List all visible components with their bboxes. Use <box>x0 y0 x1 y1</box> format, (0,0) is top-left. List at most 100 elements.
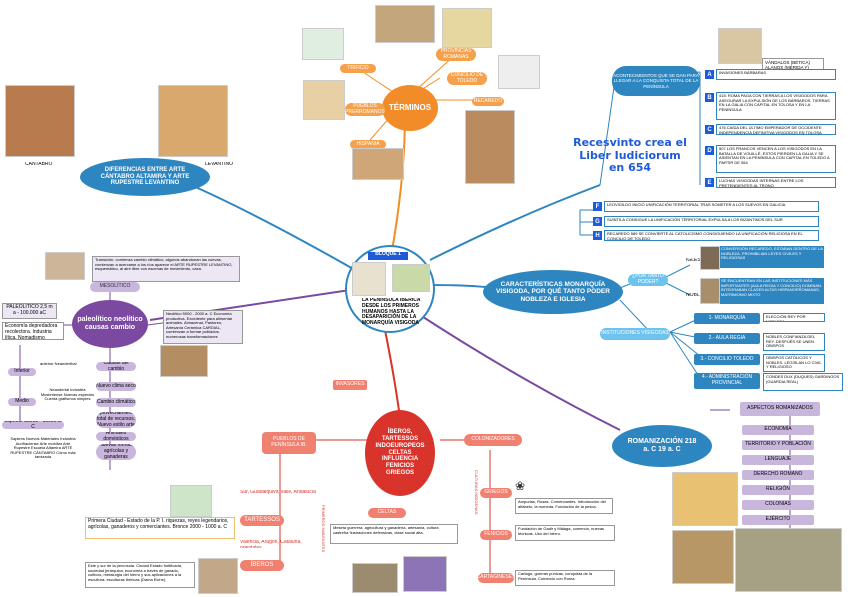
ruins-image <box>352 148 404 180</box>
fenicios-text: Fundación de Gadir y Málaga, comercio, n… <box>515 525 615 541</box>
terminos-node[interactable]: TÉRMINOS <box>382 85 438 131</box>
causa-5[interactable]: Nuevas formas agrícolas y ganaderas <box>96 444 136 460</box>
event-badge: D <box>705 146 714 155</box>
nobleza-text: SE ENCUENTRAN EN LAS INSTITUCIONES MÁS I… <box>720 278 824 304</box>
aspecto-item[interactable]: LENGUAJE <box>742 455 814 465</box>
mesolitico-image <box>45 252 85 280</box>
cantabro-caption: CÁNTABRO <box>25 162 53 167</box>
terminos-item-pueblos[interactable]: PUEBLOS PRERROMANOS <box>345 103 385 116</box>
neolitico-box[interactable]: Neolítico 5000 - 2000 a. C Economía prod… <box>163 310 243 344</box>
tartessos-label[interactable]: TARTESSOS <box>240 515 284 526</box>
map-image-provinces <box>442 8 492 48</box>
arte-node[interactable]: DIFERENCIAS ENTRE ARTE CÁNTABRO ALTAMIRA… <box>80 158 210 196</box>
event-text[interactable]: LUCHAS VISIGODAS INTERNAS ENTRE LOS PRET… <box>716 177 836 188</box>
iberos-text: Este y sur de la península. Ciudad Estad… <box>85 562 195 588</box>
causa-0[interactable]: Causas del cambio <box>96 362 136 371</box>
superior-label[interactable]: Superior 35000 - 10000 a. C <box>2 421 64 429</box>
event-badge: H <box>593 231 602 240</box>
terminos-item-provincias[interactable]: PROVINCIAS ROMANAS <box>436 48 476 61</box>
celtas-map-image <box>403 556 447 592</box>
tarte-sub: Valencia, Aragón, Cataluña, orientales <box>240 540 302 548</box>
levantino-caption: LEVANTINO <box>205 162 233 167</box>
iglesia-text: CONVERSIÓN RECAREDO, ESTABAN DENTRO DE L… <box>720 246 824 268</box>
terminos-item-hispania[interactable]: HISPANIA <box>350 140 386 149</box>
aspecto-item[interactable]: ECONOMÍA <box>742 425 814 435</box>
institucion-label[interactable]: 4.- ADMINISTRACIÓN PROVINCIAL <box>694 373 760 389</box>
terminos-item-trificio[interactable]: TRIFICIO <box>340 64 376 73</box>
inferior-label[interactable]: Inferior <box>8 368 36 376</box>
causa-4[interactable]: Animales domésticos <box>96 432 136 441</box>
tartessos-text: Primera Ciudad - Estado de la P. I. riqu… <box>85 517 235 539</box>
iberos-label[interactable]: ÍBEROS <box>240 560 284 571</box>
terminos-item-concilio[interactable]: CONCILIO DE TOLEDO <box>447 72 487 85</box>
roman-map-image <box>718 28 762 64</box>
institucion-label[interactable]: 2.- AULA REGIA <box>694 333 760 344</box>
center-map-image <box>392 264 430 292</box>
causa-2[interactable]: Cambio climático <box>96 398 136 407</box>
link-visigodos <box>429 184 601 261</box>
pueblos-label[interactable]: PUEBLOS DE PENÍNSULA IB. <box>262 432 316 454</box>
center-title: LA PENÍNSULA IBÉRICA DESDE LOS PRIMEROS … <box>362 298 421 326</box>
medio-label[interactable]: Medio <box>8 398 36 406</box>
event-text[interactable]: SUINTILA CONSIGUE LA UNIFICACIÓN TERRITO… <box>604 216 819 227</box>
nobleza-label: NOBLEZA <box>686 293 710 298</box>
event-text[interactable]: 476 CAÍDA DEL ÚLTIMO EMPERADOR DE OCCIDE… <box>716 124 836 135</box>
aspecto-item[interactable]: EJÉRCITO <box>742 515 814 525</box>
recesvinto-headline: Recesvinto crea el Liber Iudiciorum en 6… <box>573 137 687 175</box>
event-badge: B <box>705 93 714 102</box>
invasores-label[interactable]: INVASORES <box>333 380 367 390</box>
aspecto-item[interactable]: DERECHO ROMANO <box>742 470 814 480</box>
inferior-text: anterior Neanderthal <box>40 362 77 366</box>
institucion-text: ELECCIÓN REY POR NOBLEZA <box>763 313 825 322</box>
vertical-label-1: PRIMEROS HABITANTES <box>321 505 325 553</box>
event-text[interactable]: LEOVIGILDO INICIÓ UNIFICACIÓN TERRITORIA… <box>604 201 819 212</box>
aspecto-item[interactable]: RELIGIÓN <box>742 485 814 495</box>
institucion-label[interactable]: 3.- CONCILIO TOLEDO <box>694 354 760 365</box>
paleolitico-node[interactable]: paleolítico neolítico causas cambio <box>72 300 148 348</box>
monarquia-node[interactable]: CARACTERÍSTICAS MONARQUÍA VISIGODA, POR … <box>483 270 623 314</box>
causa-1[interactable]: Nuevo clima seco <box>96 382 136 391</box>
paleo-box[interactable]: PALEOLÍTICO 2,5 m a - 100.000 aC <box>2 303 57 319</box>
medio-text: Neandertal Industria Musteriense Nuevas … <box>40 388 95 402</box>
institucion-text: OBISPOS CATÓLICOS Y NOBLES. LEGISLAN LO … <box>763 354 825 372</box>
peoples-map-image <box>303 80 345 120</box>
aspectos-label[interactable]: ASPECTOS ROMANIZADOS <box>740 402 820 416</box>
cartagos-label[interactable]: CARTAGINESES <box>478 573 514 583</box>
institucion-text: CONDES DUX (DUQUES) GARDINGOS (GUARDIA R… <box>763 373 843 391</box>
romanizacion-node[interactable]: ROMANIZACIÓN 218 a. C 19 a. C <box>612 425 712 467</box>
event-text[interactable]: 507 LOS FRANCOS VENCEN A LOS VISIGODOS E… <box>716 145 836 173</box>
griegos-label[interactable]: GRIEGOS <box>480 488 512 498</box>
terminos-item-recaredo[interactable]: RECAREDO <box>472 97 504 106</box>
acontecimientos-node[interactable]: ACONTECIMIENTOS QUE SE DAN PARA LLEGAR A… <box>612 66 700 96</box>
institucion-text: NOBLES CONFIANZA DEL REY. DESPUÉS SE UNE… <box>763 333 825 351</box>
trade-map-image <box>302 28 344 60</box>
causa-3[interactable]: Aprovechamiento total de recursos. Nuevo… <box>96 412 136 428</box>
hispania-map-image <box>672 472 738 526</box>
event-badge: E <box>705 178 714 187</box>
celtas-label[interactable]: CELTAS <box>368 508 406 518</box>
colonizadores-label[interactable]: COLONIZADORES <box>464 434 522 446</box>
event-badge: C <box>705 125 714 134</box>
iberos-node[interactable]: ÍBEROS, TARTESSOS INDOEUROPEOS CELTAS IN… <box>365 410 435 496</box>
iglesia-label: IGLESIA <box>686 258 706 263</box>
institucion-label[interactable]: 1- MONARQUÍA <box>694 313 760 324</box>
superior-text: Sapiens Nuevos Materiales Industria Auri… <box>10 437 76 460</box>
mesolitico-text: Transición, comienza cambio climático, a… <box>92 256 240 282</box>
paleo-eco: Economía depredadora recolectora. Indust… <box>2 322 64 340</box>
instituciones-label[interactable]: INSTITUCIONES VISIGODAS <box>600 328 670 340</box>
celtas-text: Meseta guerrera, agricultura y ganadería… <box>330 524 458 544</box>
event-badge: G <box>593 217 602 226</box>
aqueduct-image <box>375 5 435 43</box>
link-romanizacion <box>419 314 621 431</box>
triskel-icon: ❀ <box>515 480 526 493</box>
fenicios-label[interactable]: FENICIOS <box>480 530 512 540</box>
aspecto-item[interactable]: TERRITORIO Y POBLACIÓN <box>742 440 814 450</box>
event-text[interactable]: 415: ROMA PAGA CON TIERRAS A LOS VISIGOD… <box>716 92 836 120</box>
event-text[interactable]: INVASIONES BÁRBARAS <box>716 69 836 80</box>
mesolitico-label[interactable]: MESOLÍTICO <box>90 282 140 292</box>
aspecto-item[interactable]: COLONIAS <box>742 500 814 510</box>
vertical-label-2: CULTURAS INDÍGENAS <box>474 470 478 515</box>
event-text[interactable]: RECAREDO 589 SE CONVIERTE AL CATOLICISMO… <box>604 230 819 241</box>
link-terminos <box>389 114 406 263</box>
poder-label[interactable]: ¿POR TANTO PODER? <box>628 274 668 286</box>
